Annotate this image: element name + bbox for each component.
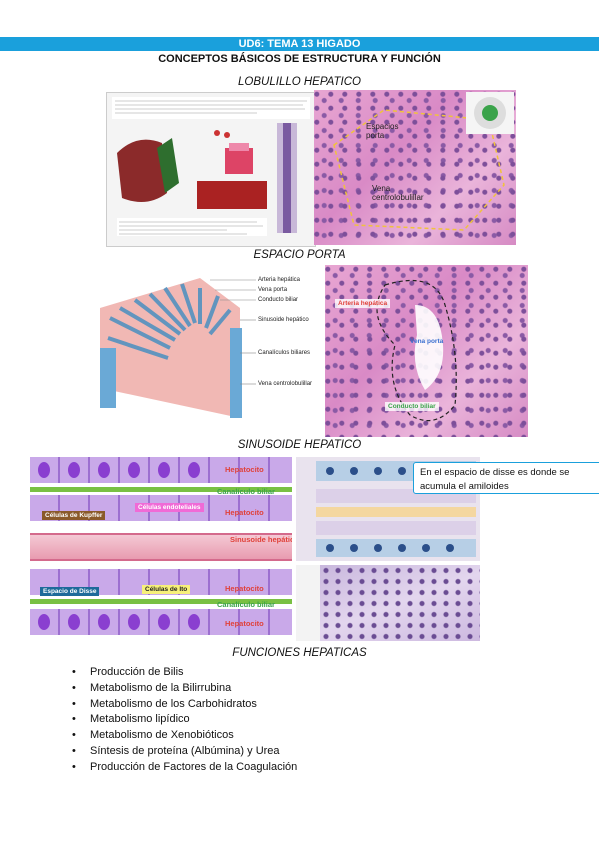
label-arteria-hepatica-histo: Arteria hepática (335, 299, 391, 308)
amyloid-callout: En el espacio de disse es donde se acumu… (413, 462, 599, 494)
sinusoid-micrograph (296, 565, 480, 641)
list-item: Metabolismo de la Bilirrubina (68, 681, 297, 697)
list-item: Metabolismo de los Carbohidratos (68, 697, 297, 713)
lobule-outline (333, 92, 514, 231)
label-arteria-hepatica: Arteria hepática (258, 277, 301, 283)
section-funciones: FUNCIONES HEPATICAS (232, 647, 367, 659)
label-vena-porta: Vena porta (258, 287, 288, 293)
label-conducto-biliar-histo: Conducto biliar (385, 402, 439, 411)
portal-3d-diagram: Arteria hepática Vena porta Conducto bil… (90, 268, 322, 428)
functions-list: Producción de Bilis Metabolismo de la Bi… (68, 665, 297, 776)
section-espacio-porta: ESPACIO PORTA (253, 249, 346, 261)
label-vena-porta-histo: Vena porta (410, 338, 444, 345)
section-sinusoide: SINUSOIDE HEPATICO (237, 439, 362, 451)
list-item: Metabolismo lipídico (68, 712, 297, 728)
label-hepatocito-1: Hepatocito (225, 465, 264, 474)
canaliculus-band-bottom (30, 599, 292, 604)
label-kupffer: Células de Kupffer (42, 511, 106, 520)
lobule-histology: Espacios porta Vena centrolobulillar (314, 90, 516, 245)
hepatocyte-row-top (30, 457, 292, 483)
label-celulas-ito: Células de Ito (142, 585, 191, 594)
title-banner: UD6: TEMA 13 HIGADO (0, 37, 599, 51)
lobule-wedge-illustration (100, 278, 256, 418)
sinusoid-diagram: Células de Kupffer Células endoteliales … (30, 457, 292, 641)
page-subtitle: CONCEPTOS BÁSICOS DE ESTRUCTURA Y FUNCIÓ… (158, 53, 441, 65)
label-vena-centrolobulillar: Vena centrolobulillar (372, 184, 424, 202)
label-espacio-disse: Espacio de Disse (40, 587, 100, 596)
portal-histology: Arteria hepática Vena porta Conducto bil… (325, 265, 528, 437)
label-sinusoide-hepatico: Sinusoide hepático (258, 317, 309, 323)
sinusoid-channel (30, 533, 292, 561)
list-item: Producción de Bilis (68, 665, 297, 681)
label-conducto-biliar: Conducto biliar (258, 297, 299, 303)
lobule-3d-figure (106, 92, 316, 247)
list-item: Producción de Factores de la Coagulación (68, 760, 297, 776)
micrograph-image (320, 565, 480, 641)
label-hepatocito-4: Hepatocito (225, 619, 264, 628)
label-sinusoide: Sinusoide hepático (230, 535, 292, 544)
list-item: Síntesis de proteína (Albúmina) y Urea (68, 744, 297, 760)
label-canaliculo-2: Canalículo biliar (217, 600, 275, 609)
list-item: Metabolismo de Xenobióticos (68, 728, 297, 744)
label-canaliculos-biliares: Canalículos biliares (258, 350, 311, 356)
label-espacios-porta: Espacios porta (366, 122, 399, 140)
label-endoteliales: Células endoteliales (135, 503, 204, 512)
label-hepatocito-3: Hepatocito (225, 584, 264, 593)
section-lobulillo: LOBULILLO HEPATICO (238, 76, 361, 88)
portal-space-outline (376, 279, 457, 422)
hepatocyte-row-bottom (30, 609, 292, 635)
label-canaliculo-1: Canalículo biliar (217, 487, 275, 496)
canaliculus-band-top (30, 487, 292, 492)
lobule-illustration (112, 97, 310, 236)
label-hepatocito-2: Hepatocito (225, 508, 264, 517)
label-vena-centrolobulillar-3d: Vena centrolobulillar (258, 381, 313, 387)
